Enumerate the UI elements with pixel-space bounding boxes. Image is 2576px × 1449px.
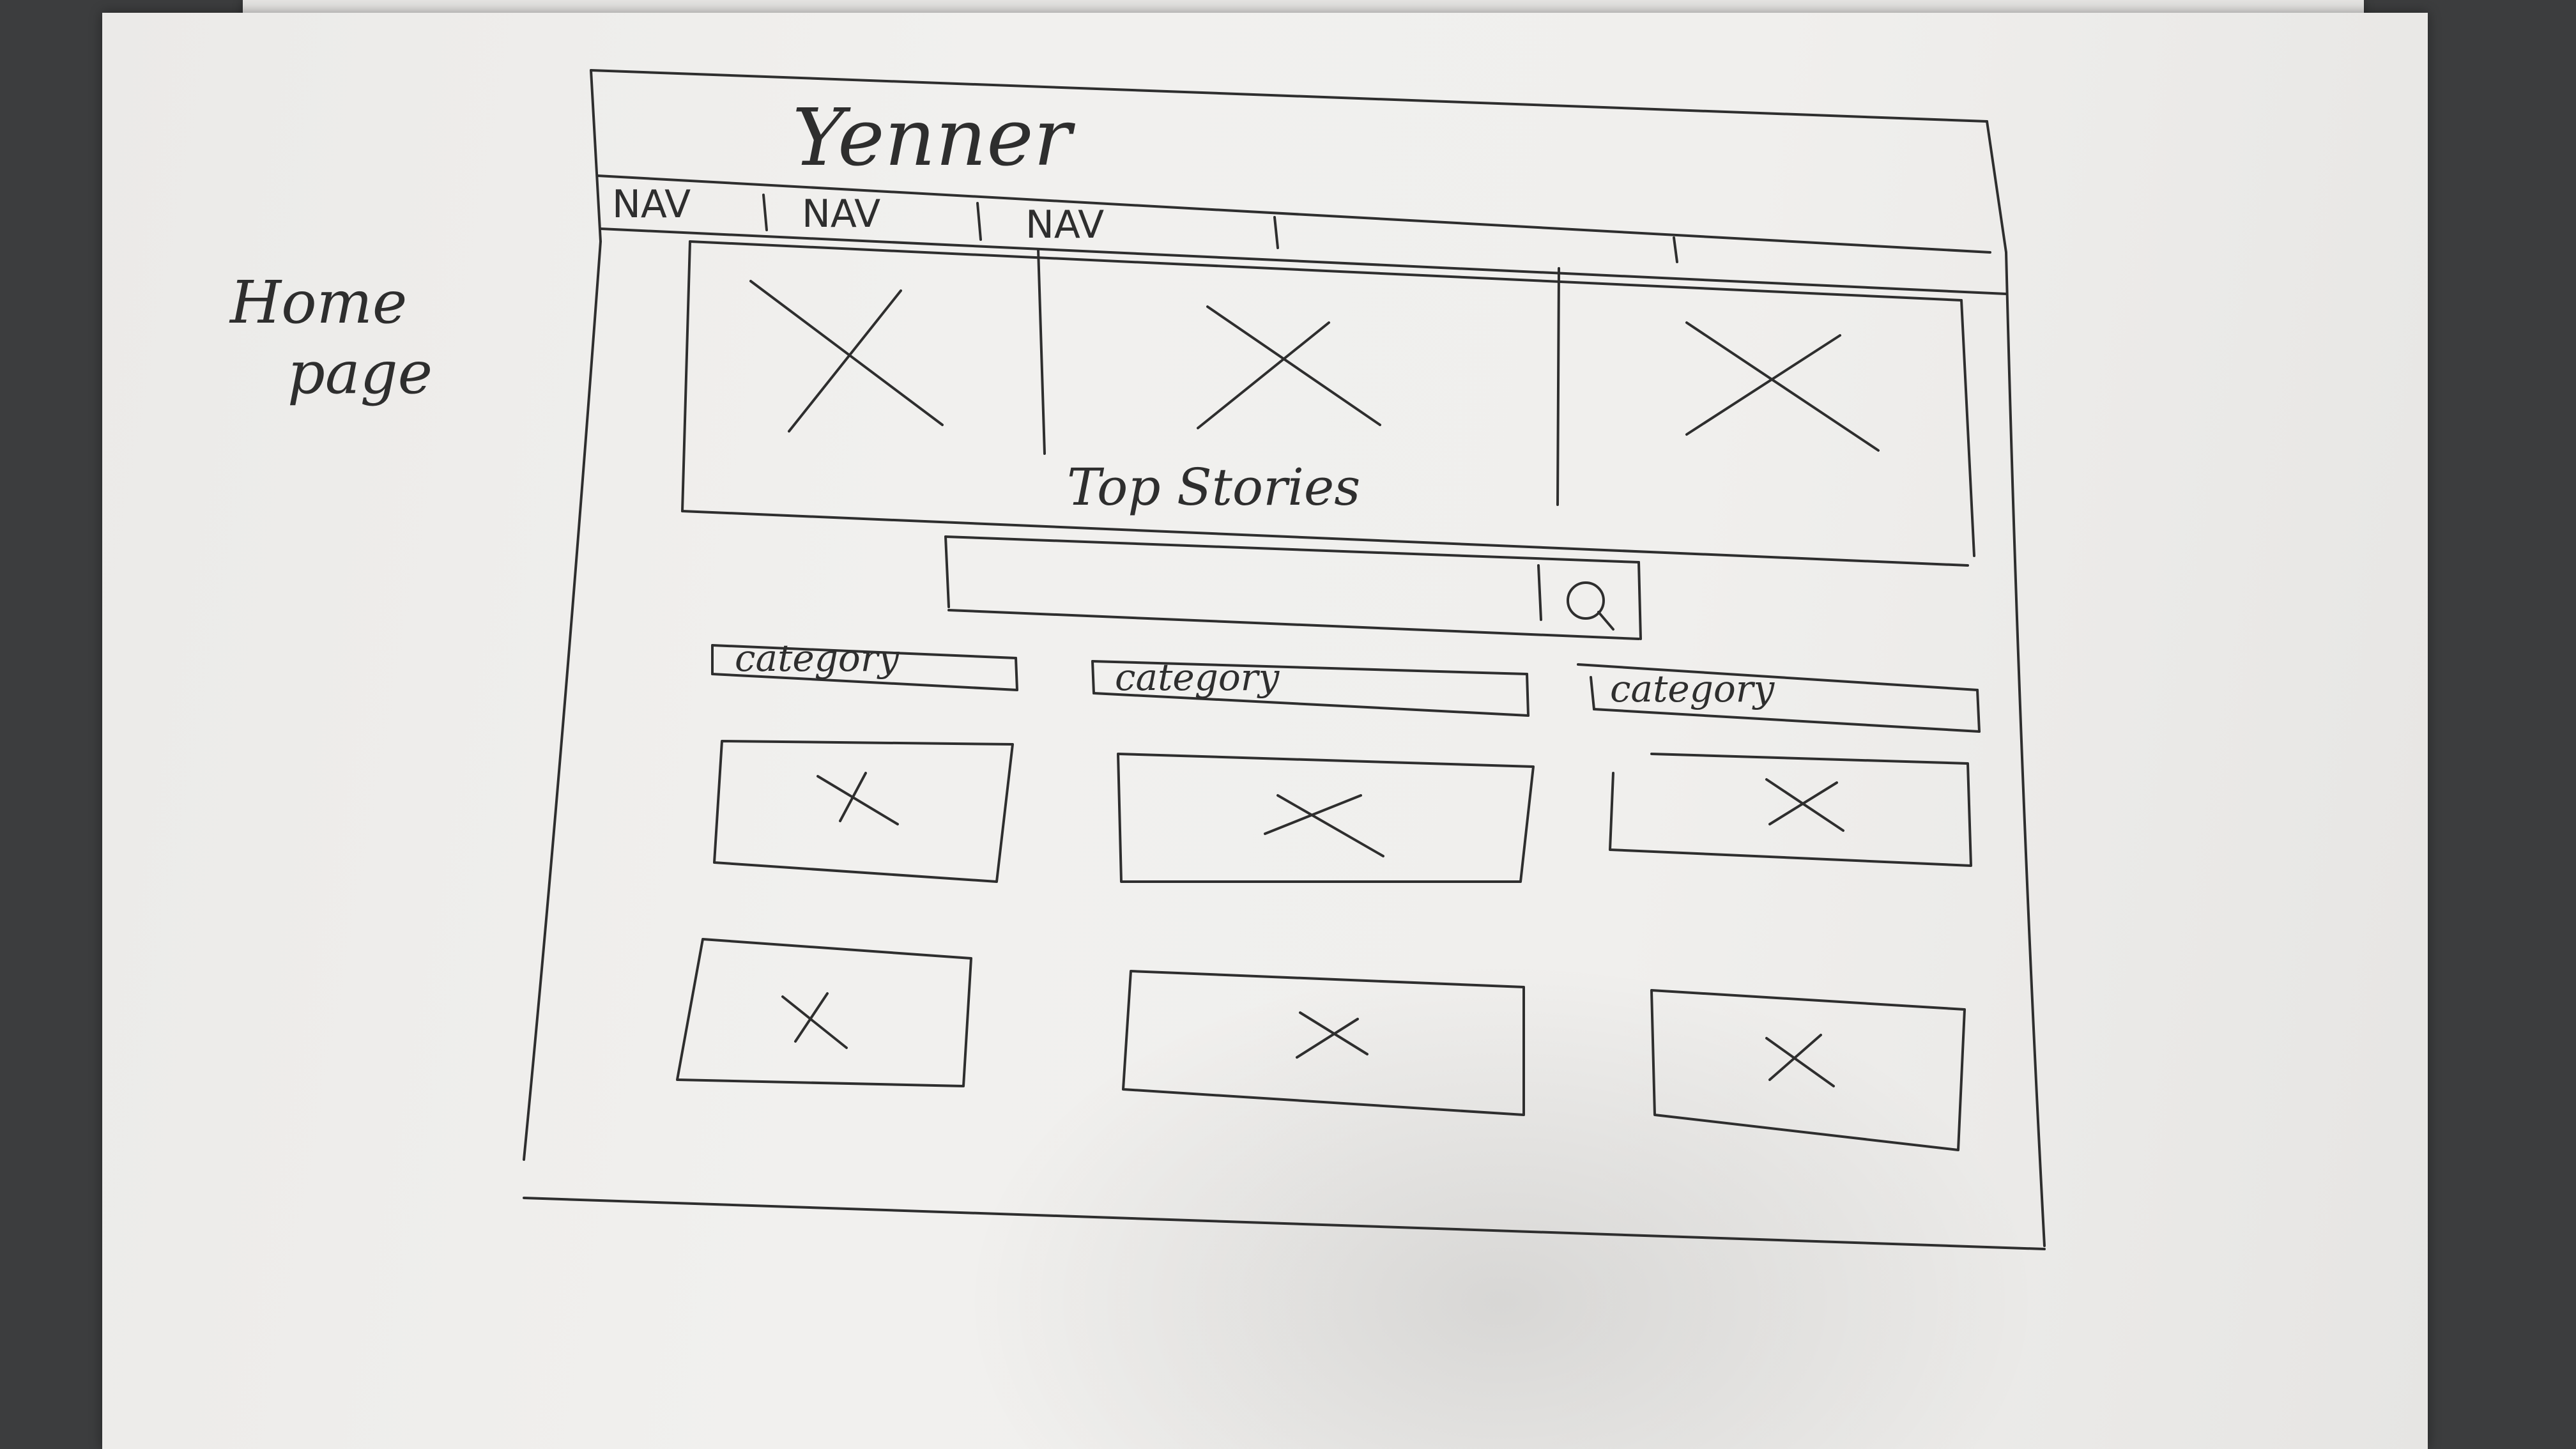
site-header: Yenner xyxy=(596,92,1991,254)
article-card[interactable] xyxy=(1117,753,1535,883)
search-divider xyxy=(1537,564,1542,621)
image-placeholder-icon xyxy=(1765,778,1844,832)
image-placeholder-icon xyxy=(1765,1034,1835,1087)
image-placeholder-icon xyxy=(1197,305,1381,429)
category-column-3: category xyxy=(1577,663,1981,733)
site-logo[interactable]: Yenner xyxy=(792,92,1076,184)
category-label[interactable]: category xyxy=(1610,667,1775,710)
category-label[interactable]: category xyxy=(735,636,900,680)
image-placeholder-icon xyxy=(1685,321,1880,452)
paper-sheet xyxy=(102,13,2428,1449)
search-icon[interactable] xyxy=(1567,581,1614,631)
search-bar xyxy=(944,535,1642,640)
image-placeholder-icon xyxy=(749,280,944,433)
nav-item-1[interactable]: NAV xyxy=(612,182,691,227)
image-placeholder-icon xyxy=(1264,794,1384,857)
image-placeholder-icon xyxy=(816,772,899,825)
image-placeholder-icon xyxy=(781,992,848,1049)
article-card[interactable] xyxy=(713,740,1014,883)
margin-note-line-2: page xyxy=(288,339,433,407)
category-column-1: category xyxy=(711,636,1018,691)
article-card[interactable] xyxy=(1650,989,1966,1151)
margin-note-line-1: Home xyxy=(229,268,407,337)
top-stories-carousel[interactable]: Top Stories xyxy=(681,240,1975,567)
search-input[interactable] xyxy=(958,549,1533,601)
category-column-2: category xyxy=(1091,656,1529,717)
nav-bar: NAV NAV NAV xyxy=(599,182,2007,295)
article-card[interactable] xyxy=(1609,753,1972,867)
article-card[interactable] xyxy=(1122,970,1525,1116)
nav-item-3[interactable]: NAV xyxy=(1025,203,1104,247)
margin-note: Home page xyxy=(229,268,433,407)
nav-item-2[interactable]: NAV xyxy=(802,192,880,236)
image-placeholder-icon xyxy=(1296,1011,1368,1059)
category-label[interactable]: category xyxy=(1115,656,1280,699)
article-card[interactable] xyxy=(676,938,972,1087)
page-frame xyxy=(523,69,2046,1250)
top-stories-caption: Top Stories xyxy=(1067,457,1360,517)
